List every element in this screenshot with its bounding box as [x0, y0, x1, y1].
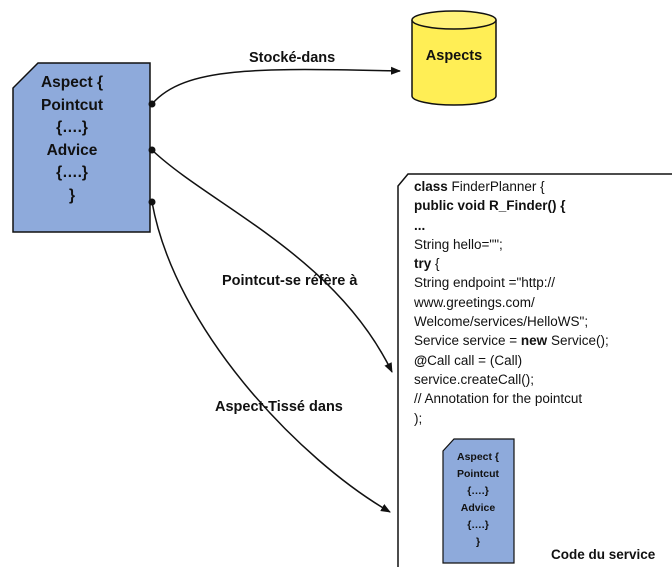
- code-line: class FinderPlanner {: [414, 177, 672, 196]
- mini-card-line: Pointcut: [457, 468, 499, 480]
- aspects-database: [411, 10, 497, 106]
- code-text: FinderPlanner {: [447, 179, 545, 194]
- mini-card-line: Advice: [460, 502, 496, 514]
- aspect-card-line: {….}: [56, 119, 88, 136]
- code-line: String endpoint ="http://: [414, 275, 556, 291]
- service-code-caption: Code du service: [551, 547, 656, 562]
- woven-in-arrow: [151, 201, 391, 513]
- pointcut-refers-label: Pointcut-se réfère à: [222, 273, 358, 289]
- code-line: Service service = new Service();: [414, 331, 672, 350]
- pointcut-refers-dot: [148, 146, 156, 154]
- aspect-card-text: Aspect { Pointcut {….} Advice {….} }: [14, 72, 130, 207]
- stored-in-dot: [148, 100, 156, 108]
- mini-card-line: Aspect {: [456, 451, 499, 463]
- code-line: service.createCall();: [414, 371, 535, 387]
- code-text: Service service =: [414, 333, 521, 349]
- database-label: Aspects: [425, 48, 483, 64]
- code-line: // Annotation for the pointcut: [414, 391, 583, 407]
- code-line: www.greetings.com/: [414, 294, 535, 310]
- mini-card-line: {….}: [467, 485, 489, 497]
- code-text: {: [431, 256, 440, 272]
- code-line: ...: [414, 217, 426, 233]
- stored-in-arrow: [151, 66, 401, 105]
- code-keyword: @: [414, 352, 428, 368]
- code-line: );: [414, 410, 423, 426]
- mini-aspect-card-shape: [442, 438, 515, 564]
- pointcut-refers-arrow: [151, 149, 393, 373]
- code-text: Call call = (Call): [427, 352, 523, 368]
- mini-card-line: {….}: [467, 519, 489, 531]
- aspect-card-shape: [12, 62, 151, 233]
- code-line: public void R_Finder() {: [414, 198, 566, 214]
- aspect-card-line: Advice: [46, 141, 98, 159]
- mini-card-line: }: [475, 536, 481, 548]
- code-line: try {: [414, 254, 672, 273]
- aspect-card-line: Aspect {: [40, 74, 104, 91]
- aspect-card-line: Pointcut: [41, 96, 103, 114]
- aspect-card-line: }: [68, 186, 76, 204]
- code-keyword: try: [414, 256, 432, 272]
- code-line: Welcome/services/HelloWS";: [414, 314, 589, 330]
- code-line: String hello="";: [414, 236, 503, 252]
- code-text: Service();: [547, 333, 609, 349]
- woven-in-label: Aspect-Tissé dans: [215, 399, 343, 415]
- stored-in-label: Stocké-dans: [249, 50, 336, 66]
- code-keyword: new: [520, 333, 548, 349]
- mini-aspect-card-text: Aspect { Pointcut {….} Advice {….} }: [447, 449, 509, 551]
- woven-in-dot: [148, 198, 156, 206]
- code-line: @Call call = (Call): [414, 351, 672, 370]
- aspect-card-line: {….}: [56, 164, 88, 181]
- code-listing: class FinderPlanner { public void R_Find…: [414, 177, 672, 428]
- code-keyword: class: [414, 179, 448, 194]
